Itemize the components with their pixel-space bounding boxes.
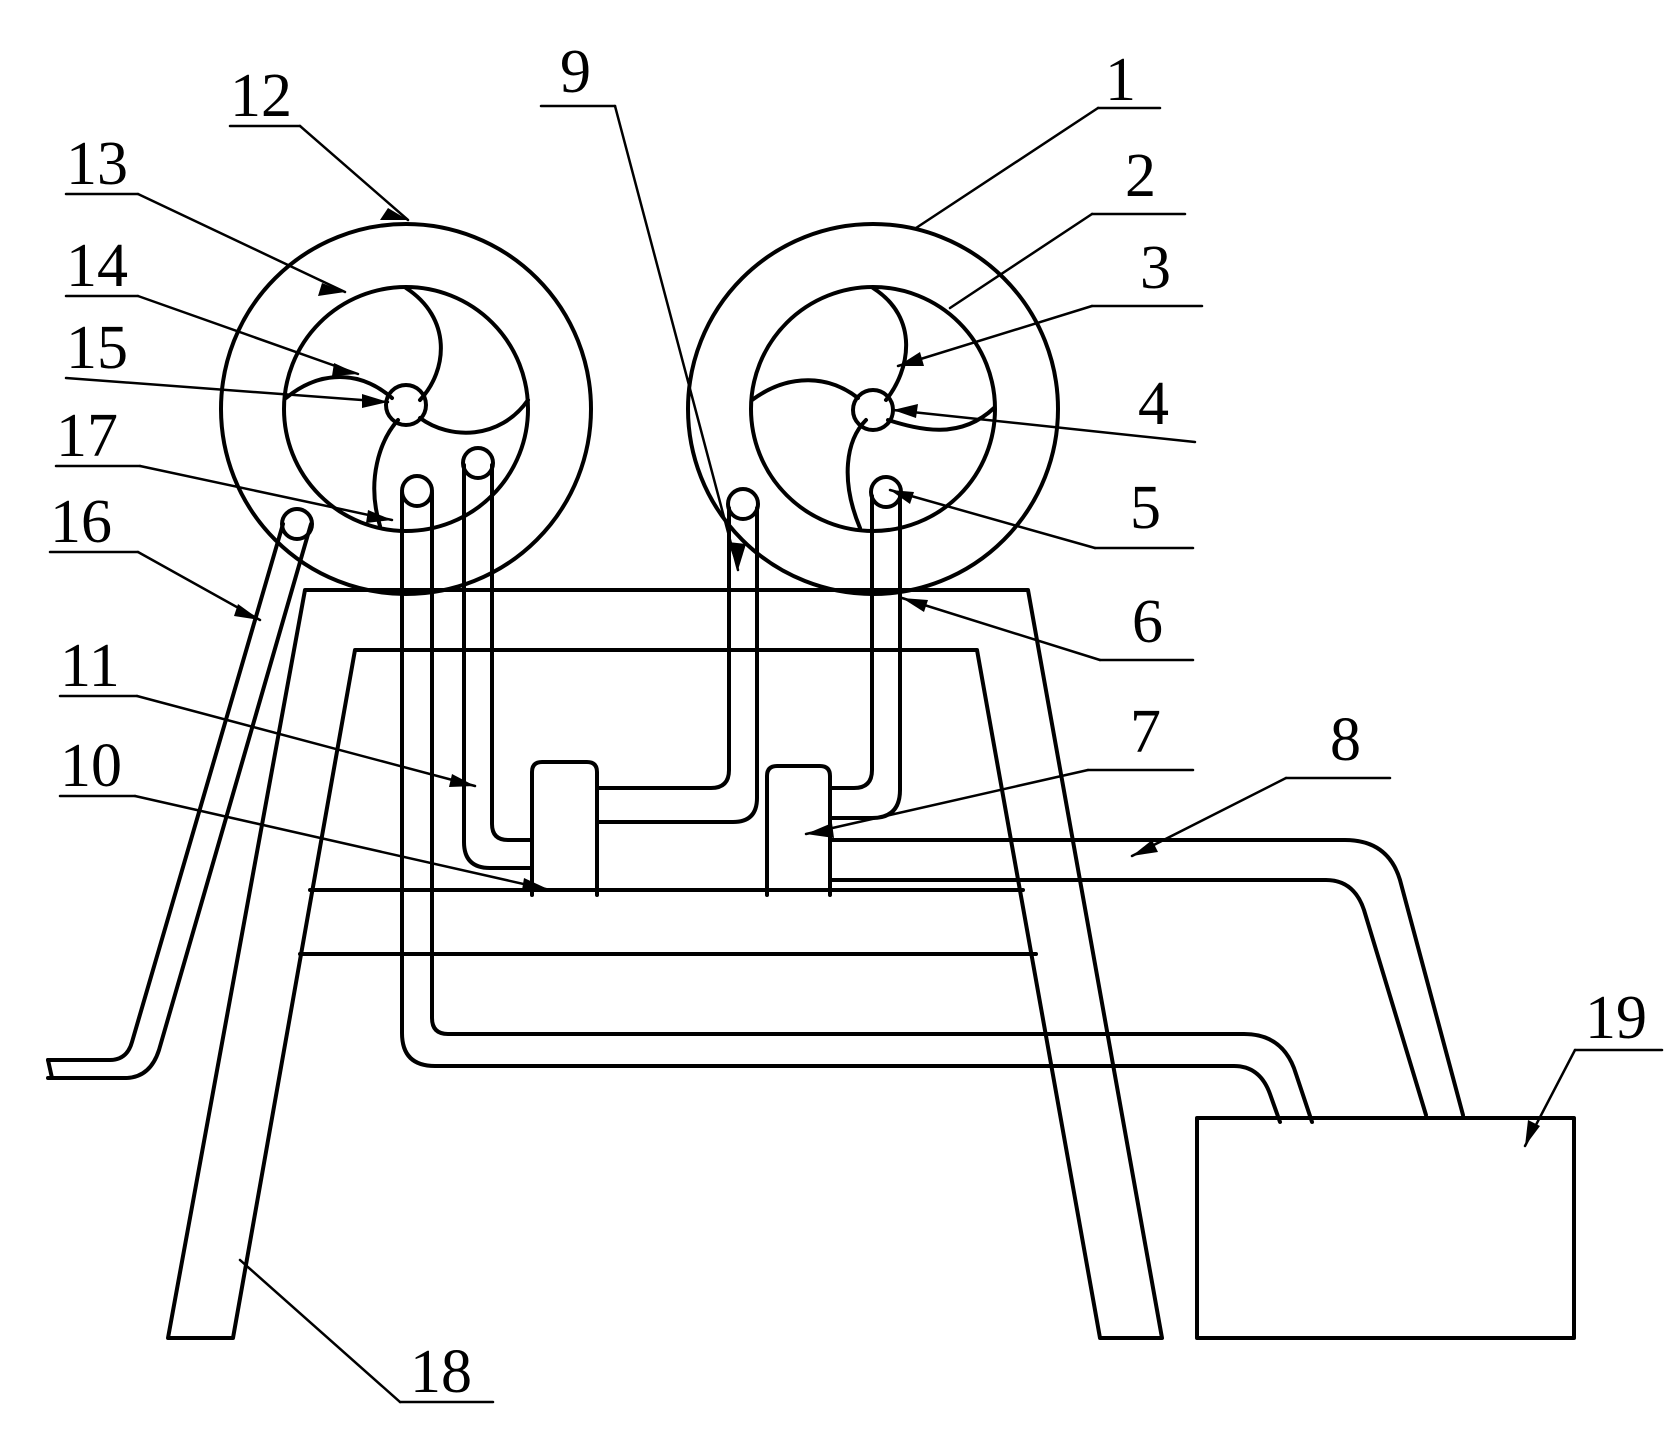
pipe-16 — [46, 507, 314, 1080]
label-10: 10 — [60, 732, 122, 800]
label-13: 13 — [66, 130, 128, 198]
leader-arrowheads — [234, 208, 1540, 1146]
label-17: 17 — [56, 402, 118, 470]
label-8: 8 — [1330, 706, 1361, 774]
part-labels: 1 2 3 4 5 6 7 8 9 10 11 12 13 14 15 16 1… — [50, 38, 1647, 1406]
right-fan-hub — [851, 388, 895, 432]
leader-lines — [48, 104, 1664, 1404]
left-fan-hub — [384, 383, 428, 427]
label-11: 11 — [60, 632, 120, 700]
label-15: 15 — [66, 314, 128, 382]
pipe-11 — [461, 446, 534, 870]
tank-19 — [1195, 1116, 1576, 1340]
left-fan-blades — [284, 286, 530, 528]
label-6: 6 — [1132, 588, 1163, 656]
block-7 — [765, 764, 832, 897]
label-14: 14 — [66, 232, 128, 300]
pipe-9 — [595, 487, 760, 824]
support-frame — [166, 588, 1164, 1340]
label-12: 12 — [230, 62, 292, 130]
block-10 — [530, 760, 599, 897]
label-9: 9 — [560, 38, 591, 106]
left-fan-assembly — [219, 222, 593, 596]
label-1: 1 — [1105, 46, 1136, 114]
pipe-17 — [400, 474, 1314, 1124]
pipe-8 — [828, 838, 1465, 1117]
label-5: 5 — [1130, 474, 1161, 542]
label-18: 18 — [410, 1338, 472, 1406]
label-7: 7 — [1130, 698, 1161, 766]
left-fan-housing — [219, 222, 593, 596]
label-3: 3 — [1140, 234, 1171, 302]
label-4: 4 — [1138, 370, 1169, 438]
label-16: 16 — [50, 488, 112, 556]
label-19: 19 — [1585, 984, 1647, 1052]
label-2: 2 — [1125, 142, 1156, 210]
